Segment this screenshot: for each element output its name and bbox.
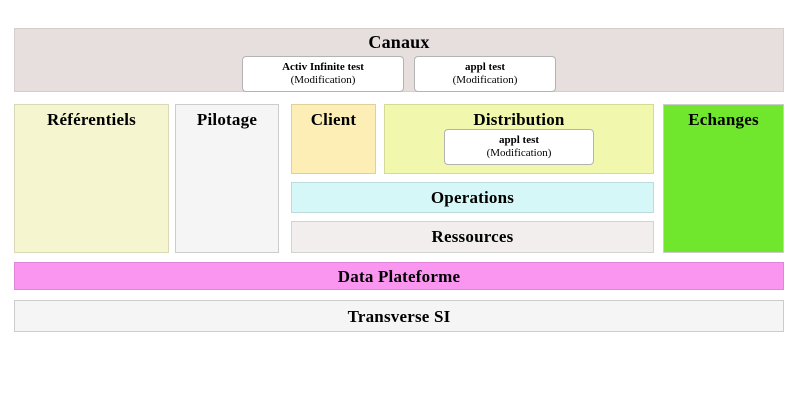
app-card-name: Activ Infinite test [282, 61, 364, 73]
band-distribution[interactable]: Distribution appl test (Modification) [384, 104, 654, 174]
band-transverse-si[interactable]: Transverse SI [14, 300, 784, 332]
app-card-state: (Modification) [452, 74, 518, 86]
band-canaux-title: Canaux [368, 32, 430, 52]
band-operations[interactable]: Operations [291, 182, 654, 213]
band-data-plateforme[interactable]: Data Plateforme [14, 262, 784, 290]
band-referentiels[interactable]: Référentiels [14, 104, 169, 253]
band-echanges-title: Echanges [688, 110, 759, 129]
band-pilotage[interactable]: Pilotage [175, 104, 279, 253]
app-card-appl-test[interactable]: appl test (Modification) [444, 129, 594, 165]
app-card-state: (Modification) [486, 147, 552, 159]
band-echanges[interactable]: Echanges [663, 104, 784, 253]
band-ressources-title: Ressources [431, 227, 514, 246]
band-operations-title: Operations [430, 188, 515, 207]
band-pilotage-title: Pilotage [196, 110, 258, 129]
app-card-activ-infinite-test[interactable]: Activ Infinite test (Modification) [242, 56, 404, 92]
app-card-name: appl test [464, 61, 506, 73]
band-referentiels-title: Référentiels [47, 110, 136, 129]
band-canaux[interactable]: Canaux Activ Infinite test (Modification… [14, 28, 784, 92]
app-card-appl-test[interactable]: appl test (Modification) [414, 56, 556, 92]
band-transverse-si-title: Transverse SI [347, 307, 451, 326]
app-card-state: (Modification) [290, 74, 356, 86]
app-card-name: appl test [498, 134, 540, 146]
band-distribution-title: Distribution [473, 110, 565, 129]
band-canaux-app-list: Activ Infinite test (Modification) appl … [15, 56, 783, 92]
band-distribution-app-list: appl test (Modification) [385, 129, 653, 165]
band-data-plateforme-title: Data Plateforme [337, 267, 461, 286]
band-client-title: Client [310, 110, 357, 129]
band-client[interactable]: Client [291, 104, 376, 174]
band-ressources[interactable]: Ressources [291, 221, 654, 253]
